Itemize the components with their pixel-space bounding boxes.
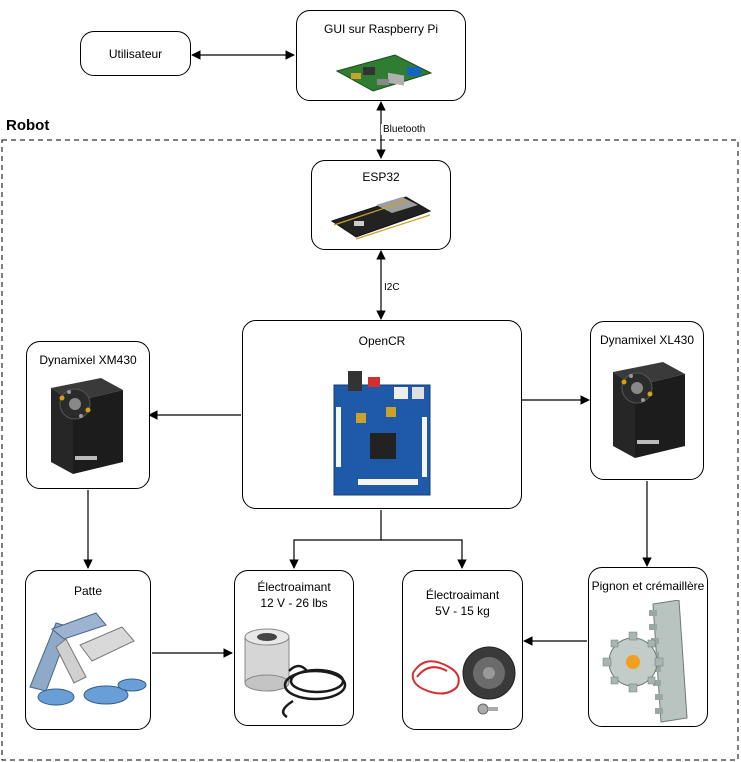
xl430-servo-icon [613, 362, 685, 458]
i2c-label: I2C [382, 282, 402, 293]
xm430-node: Dynamixel XM430 [26, 341, 150, 489]
xl430-label: Dynamixel XL430 [599, 333, 695, 347]
bluetooth-label: Bluetooth [381, 124, 428, 135]
gui-node: GUI sur Raspberry Pi [296, 10, 466, 101]
robot-group-title: Robot [6, 117, 50, 134]
rack-and-pinion-icon [602, 600, 688, 723]
electro2-node: Électroaimant 5V - 15 kg [402, 570, 523, 730]
gui-label: GUI sur Raspberry Pi [323, 22, 439, 36]
electro1-node: Électroaimant 12 V - 26 lbs [234, 570, 354, 726]
edge-opencr-electro2 [381, 539, 467, 569]
electro2-line2: 5V - 15 kg [435, 604, 490, 618]
xl430-node: Dynamixel XL430 [590, 321, 704, 480]
esp32-icon [330, 196, 432, 240]
raspberry-pi-icon [335, 54, 433, 92]
electromagnet-5v-icon [411, 646, 516, 715]
esp32-node: ESP32 [311, 160, 451, 250]
patte-label: Patte [73, 584, 103, 598]
opencr-node: OpenCR [242, 320, 522, 509]
utilisateur-label: Utilisateur [108, 47, 163, 61]
opencr-label: OpenCR [358, 334, 406, 348]
electro1-line1: Électroaimant [257, 580, 331, 594]
pignon-label: Pignon et crémaillère [591, 579, 705, 593]
xm430-label: Dynamixel XM430 [39, 353, 137, 367]
utilisateur-node: Utilisateur [80, 31, 191, 76]
pignon-node: Pignon et crémaillère [588, 567, 708, 727]
esp32-label: ESP32 [362, 170, 400, 184]
edge-opencr-electro1 [289, 510, 382, 569]
electro2-line1: Électroaimant [425, 588, 500, 602]
opencr-icon [333, 371, 431, 496]
robot-leg-icon [29, 612, 147, 706]
robot-group-frame [1, 139, 739, 761]
patte-node: Patte [25, 570, 151, 730]
electromagnet-12v-icon [244, 628, 347, 719]
electro1-line2: 12 V - 26 lbs [260, 596, 328, 610]
xm430-servo-icon [51, 378, 123, 474]
